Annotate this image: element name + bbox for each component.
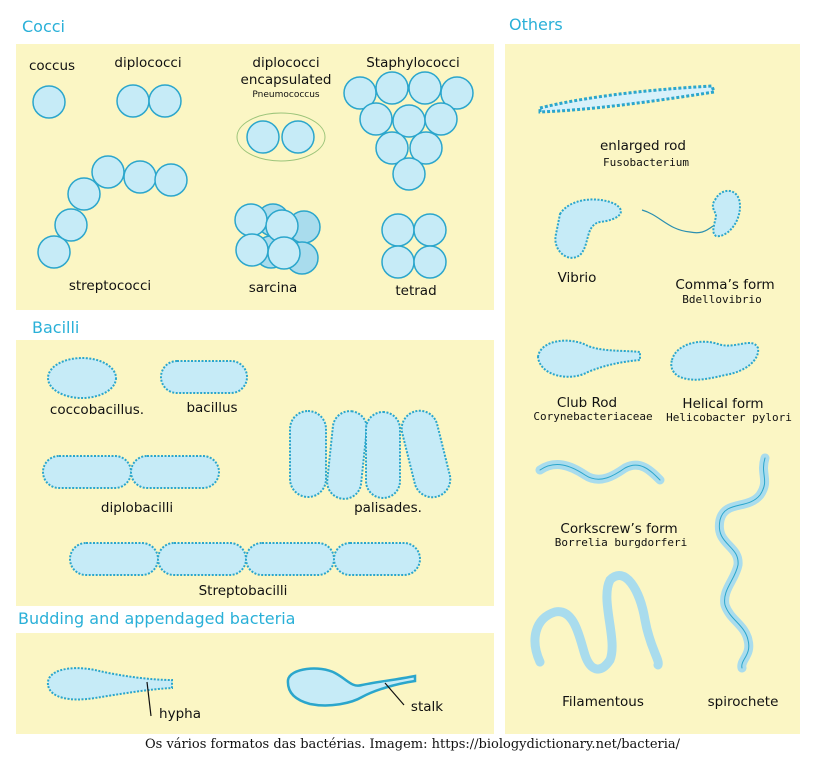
label-diplobacilli: diplobacilli (100, 500, 174, 516)
label-pneumococcus: Pneumococcus (252, 90, 320, 100)
comma-flagellum (641, 209, 714, 234)
label-helical-form: Helical form (682, 396, 764, 412)
stalk-pointer (384, 682, 405, 706)
vibrio-cell (554, 198, 622, 259)
section-title-budding: Budding and appendaged bacteria (18, 609, 296, 628)
section-title-cocci: Cocci (22, 17, 65, 36)
label-diplococci-encapsulated-line2: encapsulated (240, 72, 332, 88)
label-coccus: coccus (28, 58, 76, 74)
enlarged-rod-cell (538, 84, 716, 114)
label-enlarged-rod: enlarged rod (599, 138, 687, 154)
label-comma-form: Comma’s form (675, 277, 775, 293)
label-stalk: stalk (410, 699, 444, 715)
label-borrelia: Borrelia burgdorferi (554, 536, 688, 549)
label-palisades: palisades. (354, 500, 422, 516)
label-vibrio: Vibrio (557, 270, 597, 286)
hypha-pointer (146, 681, 152, 717)
comma-form-cell (711, 190, 742, 238)
label-corynebacteriaceae: Corynebacteriaceae (533, 410, 653, 423)
coccobacillus-cell (47, 357, 117, 399)
encapsulated-diplococci-cells (236, 112, 326, 162)
section-title-others: Others (509, 15, 563, 34)
helical-form-cell (670, 340, 760, 381)
hypha-cell (46, 667, 173, 701)
label-streptococci: streptococci (68, 278, 152, 294)
spirochete-cell (714, 453, 770, 673)
label-coccobacillus: coccobacillus. (49, 402, 145, 418)
sarcina-cells (234, 203, 321, 275)
label-spirochete: spirochete (707, 694, 779, 710)
section-title-bacilli: Bacilli (32, 318, 80, 337)
diplobacilli-cell-1 (42, 455, 132, 489)
label-streptobacilli: Streptobacilli (198, 583, 288, 599)
corkscrew-cell (535, 460, 665, 485)
others-panel (505, 44, 800, 734)
club-rod-cell (536, 339, 641, 378)
filamentous-cell (530, 571, 663, 674)
label-hypha: hypha (159, 706, 201, 722)
label-bdellovibrio: Bdellovibrio (682, 293, 762, 306)
bacillus-cell (160, 360, 248, 394)
palisade-cells (289, 409, 452, 500)
staphylococci-cells (343, 71, 474, 191)
stalk-cell (286, 667, 417, 707)
label-club-rod: Club Rod (556, 395, 618, 411)
diplococci-cells (116, 84, 182, 118)
label-diplococci-encapsulated-line1: diplococci (252, 55, 320, 71)
streptobacilli-cells (69, 542, 421, 576)
label-staphylococci: Staphylococci (366, 55, 460, 71)
diplobacilli-cell-2 (130, 455, 220, 489)
streptococci-cells (37, 155, 188, 269)
label-bacillus: bacillus (186, 400, 238, 416)
label-filamentous: Filamentous (562, 694, 644, 710)
label-sarcina: sarcina (248, 280, 298, 296)
label-diplococci: diplococci (114, 55, 182, 71)
coccus-cell (32, 85, 66, 119)
label-helicobacter: Helicobacter pylori (666, 411, 792, 424)
image-caption: Os vários formatos das bactérias. Imagem… (144, 737, 681, 752)
label-fusobacterium: Fusobacterium (602, 156, 690, 169)
tetrad-cells (381, 213, 447, 279)
label-corkscrew-form: Corkscrew’s form (560, 521, 678, 537)
label-tetrad: tetrad (395, 283, 437, 299)
